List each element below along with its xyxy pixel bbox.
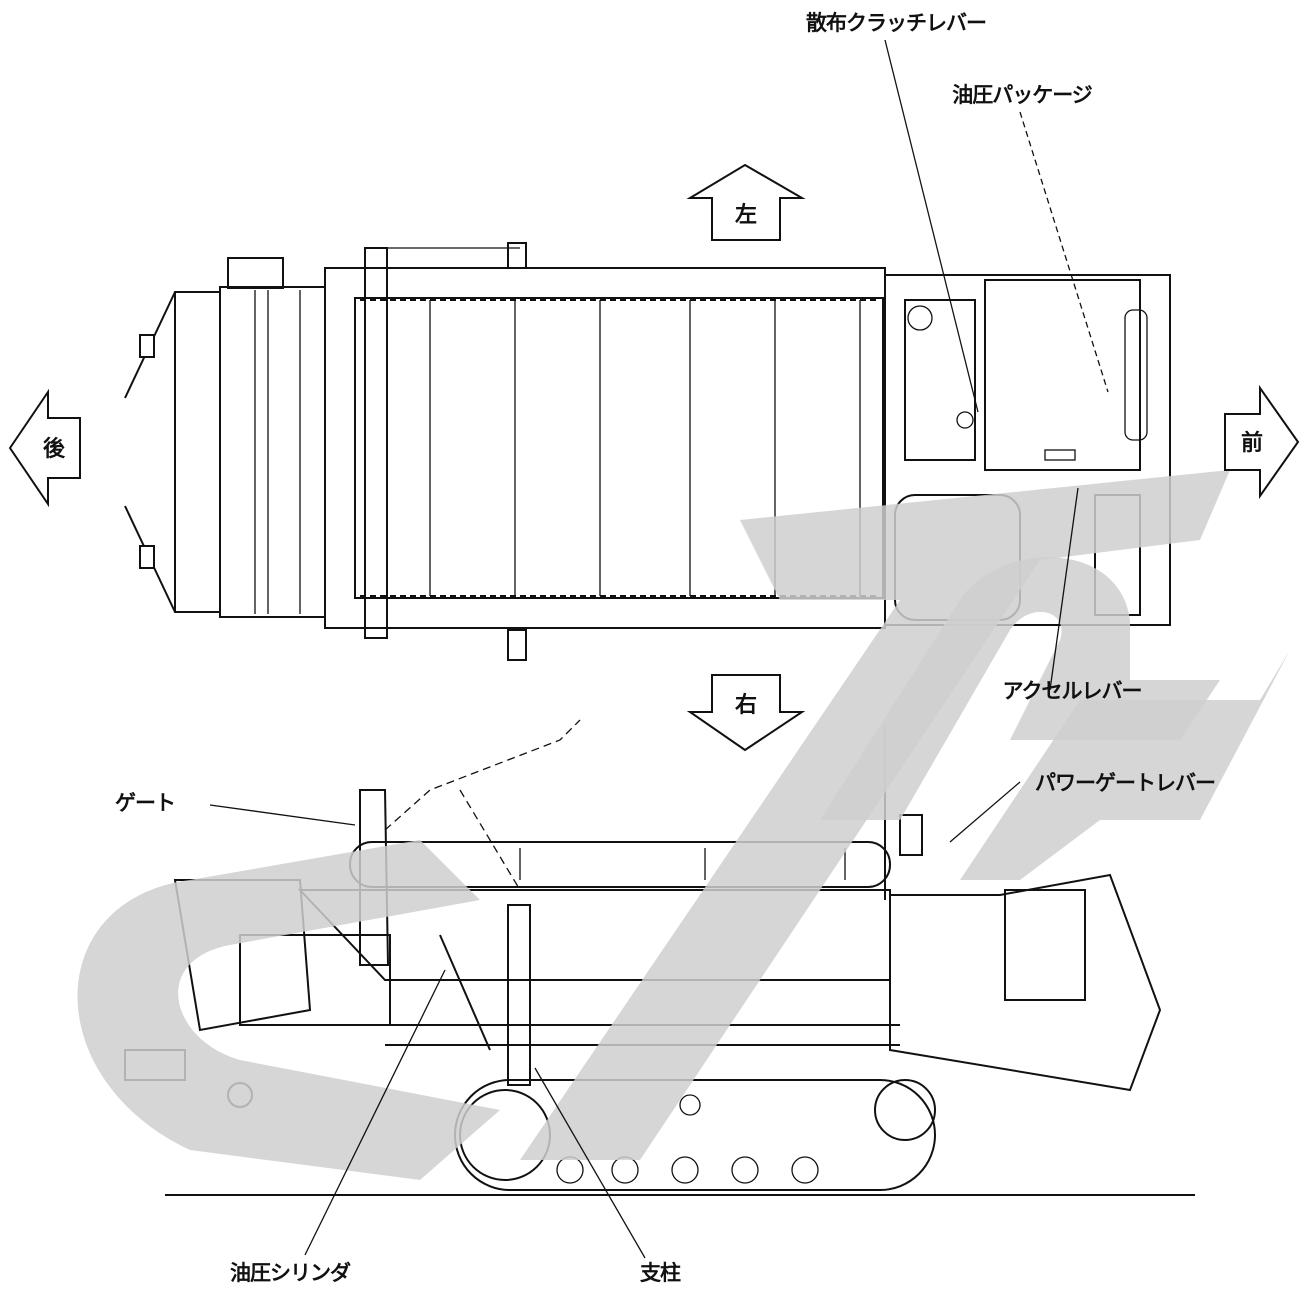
arrow-right-direction: 右 bbox=[686, 674, 806, 752]
callout-spread-clutch-lever: 散布クラッチレバー bbox=[806, 11, 986, 35]
callout-power-gate-lever: パワーゲートレバー bbox=[1035, 771, 1215, 795]
top-view-drawing bbox=[124, 242, 1171, 661]
direction-label-rear: 後 bbox=[43, 436, 66, 462]
callout-support-post: 支柱 bbox=[640, 1261, 681, 1285]
direction-label-left: 左 bbox=[735, 202, 757, 228]
leader-lines bbox=[209, 39, 1109, 1259]
arrow-left-direction: 左 bbox=[686, 163, 806, 241]
callout-gate: ゲート bbox=[115, 791, 175, 815]
direction-label-front: 前 bbox=[1241, 430, 1263, 456]
direction-label-right: 右 bbox=[735, 693, 757, 718]
arrow-rear-direction: 後 bbox=[8, 388, 81, 508]
arrow-front-direction: 前 bbox=[1224, 384, 1300, 500]
callout-hydraulic-cylinder: 油圧シリンダ bbox=[230, 1261, 351, 1285]
callout-hydraulic-package: 油圧パッケージ bbox=[952, 83, 1093, 107]
callout-accel-lever: アクセルレバー bbox=[1003, 679, 1142, 703]
watermark bbox=[77, 470, 1290, 1180]
